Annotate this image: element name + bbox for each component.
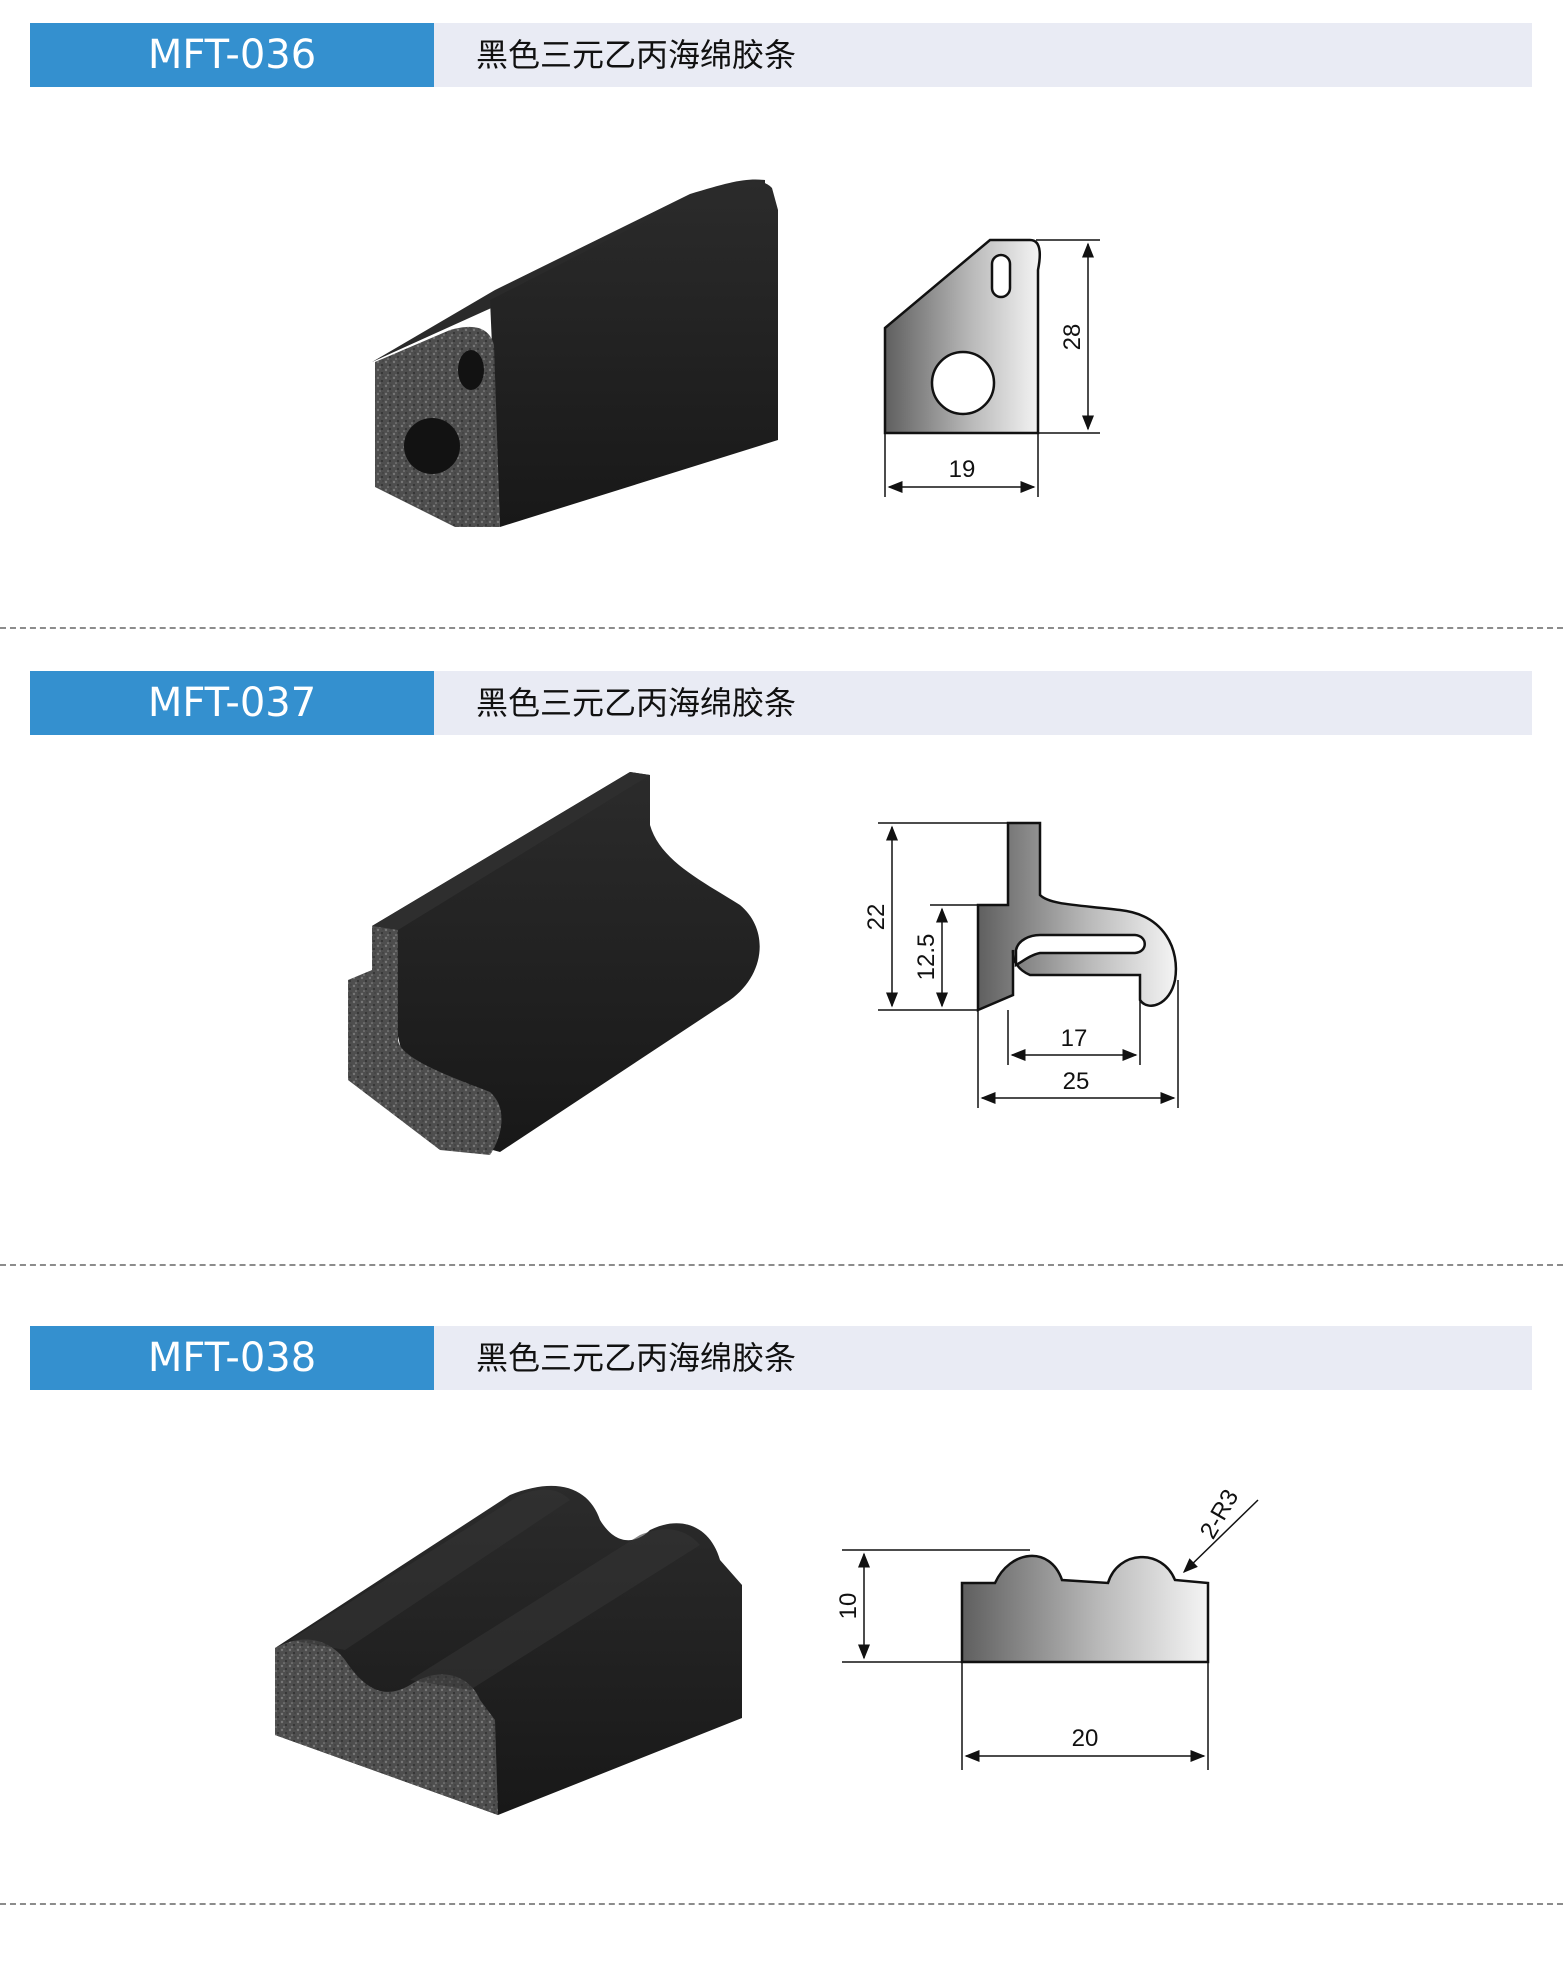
dim-height-inner: 12.5 — [913, 934, 940, 981]
product-photo-mft-036 — [372, 179, 778, 527]
dim-width-total: 25 — [1063, 1068, 1090, 1095]
dim-height: 28 — [1059, 324, 1086, 351]
dim-height: 10 — [835, 1593, 862, 1620]
product-title: 黑色三元乙丙海绵胶条 — [476, 684, 797, 722]
technical-drawing-mft-037: 22 12.5 17 25 — [863, 821, 1179, 1108]
technical-drawing-mft-036: 28 19 — [883, 238, 1100, 497]
dim-height-total: 22 — [863, 904, 890, 931]
dim-width: 20 — [1072, 1725, 1099, 1752]
product-header: MFT-038 黑色三元乙丙海绵胶条 — [30, 1326, 1532, 1390]
product-header: MFT-037 黑色三元乙丙海绵胶条 — [30, 671, 1532, 735]
section-divider — [0, 1903, 1563, 1905]
dim-radius: 2-R3 — [1195, 1485, 1244, 1544]
profile-body — [490, 181, 778, 527]
product-title: 黑色三元乙丙海绵胶条 — [476, 1339, 797, 1377]
dim-width: 19 — [949, 456, 976, 483]
product-header: MFT-036 黑色三元乙丙海绵胶条 — [30, 23, 1532, 87]
product-photo-mft-037 — [348, 772, 760, 1155]
product-code: MFT-038 — [30, 1326, 434, 1390]
profile-foam-face — [348, 926, 502, 1155]
product-code: MFT-036 — [30, 23, 434, 87]
section-divider — [0, 627, 1563, 629]
product-title: 黑色三元乙丙海绵胶条 — [476, 36, 797, 74]
section-divider — [0, 1264, 1563, 1266]
profile-body — [372, 772, 760, 1152]
product-code: MFT-037 — [30, 671, 434, 735]
dim-width-inner: 17 — [1061, 1025, 1088, 1052]
profile-section-shape — [960, 1554, 1210, 1664]
